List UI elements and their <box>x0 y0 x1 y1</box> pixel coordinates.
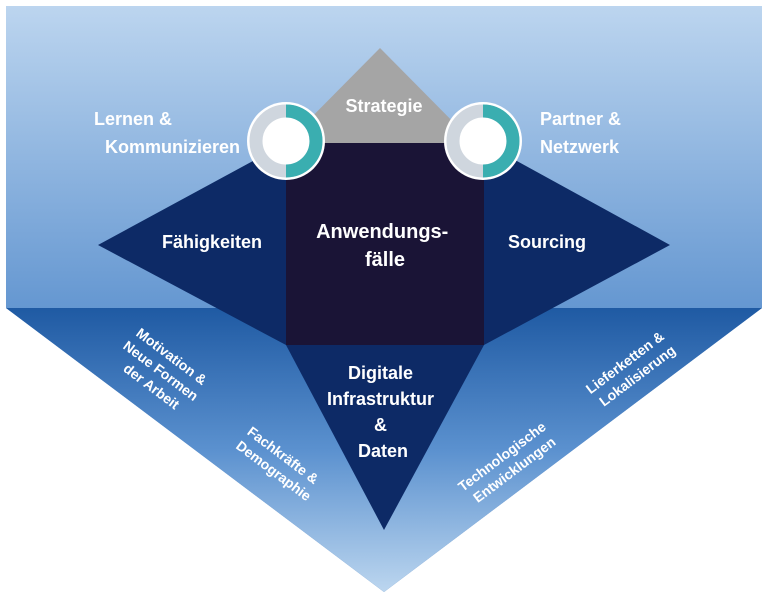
sourcing-label: Sourcing <box>508 232 586 252</box>
infrastruktur-line2: Infrastruktur <box>327 389 434 409</box>
center-square-anwendungsfaelle <box>286 143 484 345</box>
faehigkeiten-label: Fähigkeiten <box>162 232 262 252</box>
infrastruktur-line4: Daten <box>358 441 408 461</box>
circular-cycle-icon <box>444 102 522 180</box>
infrastruktur-label: Digitale Infrastruktur & Daten <box>327 363 439 461</box>
right-wing-sourcing <box>484 143 670 345</box>
top-triangle-strategie <box>286 48 474 143</box>
infrastruktur-line1: Digitale <box>348 363 413 383</box>
strategy-label: Strategie <box>345 96 422 116</box>
bottom-triangle-infrastruktur <box>286 345 484 530</box>
circular-cycle-icon <box>247 102 325 180</box>
infrastruktur-line3: & <box>374 415 387 435</box>
anwendungsfaelle-line2: fälle <box>365 249 405 271</box>
left-wing-faehigkeiten <box>98 143 286 345</box>
right-ring-label: Partner & Netzwerk <box>540 109 626 157</box>
right-ring-label-line1: Partner & <box>540 109 621 129</box>
anwendungsfaelle-line1: Anwendungs- <box>316 221 448 243</box>
left-ring-label: Lernen & Kommunizieren <box>94 109 240 157</box>
right-ring-label-line2: Netzwerk <box>540 137 620 157</box>
left-ring-label-line1: Lernen & <box>94 109 172 129</box>
left-ring-label-line2: Kommunizieren <box>105 137 240 157</box>
anwendungsfaelle-label: Anwendungs- fälle <box>316 221 454 271</box>
